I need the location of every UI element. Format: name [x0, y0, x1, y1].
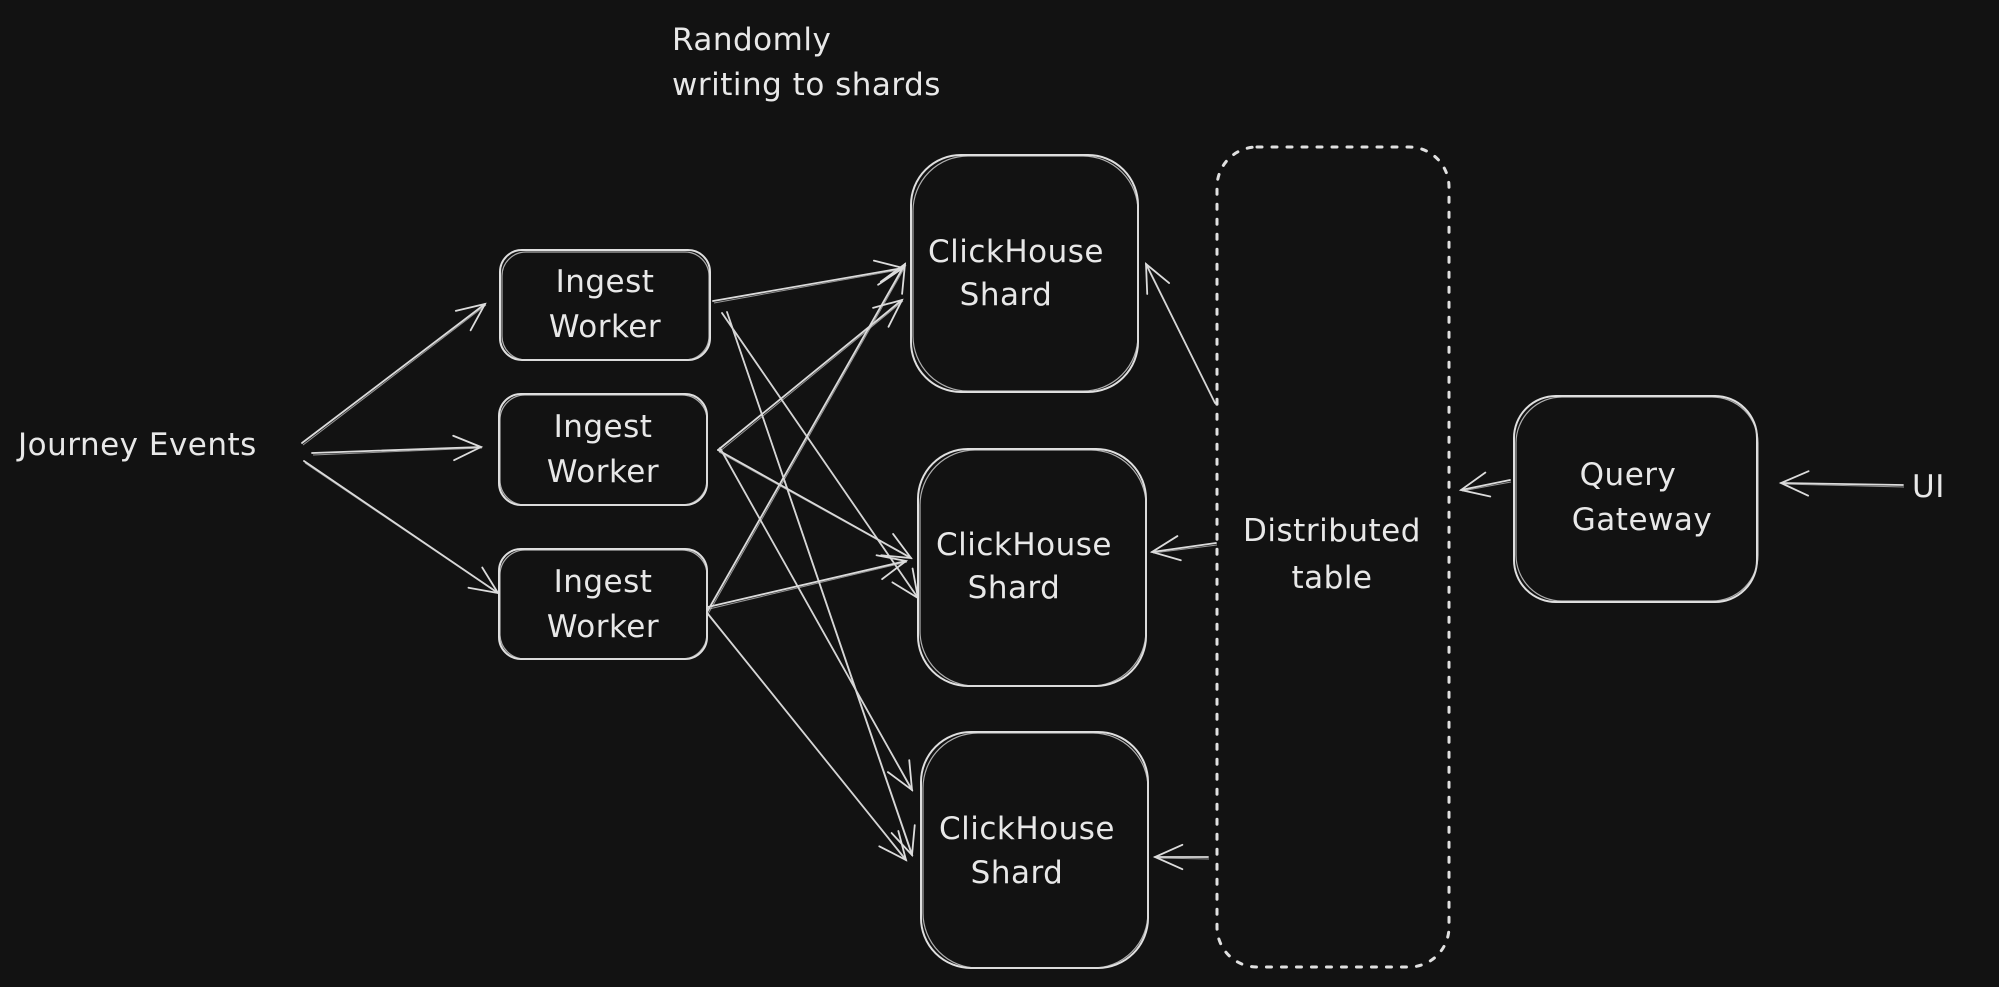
clickhouse-shard-2-box [917, 448, 1147, 687]
node-clickhouse-shard-1[interactable]: ClickHouse Shard [910, 154, 1139, 393]
edge-line-sketch [302, 304, 487, 446]
edge-ui-to-query-gateway [1778, 470, 1905, 497]
edge-ingest-worker-3-to-clickhouse-shard-1 [706, 262, 907, 615]
edge-line-sketch [1155, 857, 1210, 860]
arrowhead-icon [1145, 262, 1171, 295]
edge-line [1460, 479, 1511, 491]
arrowhead-icon [890, 824, 916, 858]
edge-line-sketch [722, 314, 920, 600]
edge-query-gateway-to-distributed-table [1458, 471, 1512, 498]
ingest-worker-2-line-2: Worker [547, 454, 659, 490]
clickhouse-shard-2-line-2: Shard [968, 570, 1061, 606]
node-query-gateway[interactable]: Query Gateway [1513, 395, 1759, 603]
ingest-worker-1-line-2: Worker [549, 309, 661, 345]
edge-line [717, 299, 903, 451]
annotation-line-1: Randomly [672, 22, 831, 58]
edge-line-sketch [718, 300, 904, 453]
clickhouse-shard-2-box-sketch [919, 449, 1147, 687]
arrowhead-icon [887, 759, 914, 792]
edge-line-sketch [707, 264, 907, 615]
edge-ingest-worker-3-to-clickhouse-shard-2 [707, 554, 909, 610]
annotation-randomly-writing: Randomly writing to shards [672, 22, 941, 103]
query-gateway-box-sketch [1515, 396, 1759, 602]
arrowhead-icon [1149, 535, 1182, 562]
edge-line-sketch [1152, 544, 1218, 554]
edge-ingest-worker-1-to-clickhouse-shard-3 [726, 311, 916, 858]
query-gateway-line-2: Gateway [1572, 502, 1712, 538]
ui-label: UI [1912, 469, 1945, 505]
distributed-table-box [1215, 145, 1451, 969]
edge-line-sketch [708, 615, 908, 862]
edge-line [717, 449, 912, 559]
arrowhead-icon [875, 554, 909, 581]
arrowhead-icon [452, 434, 484, 462]
edge-line [712, 267, 904, 302]
edge-line-sketch [1781, 483, 1905, 488]
arrowhead-icon [454, 302, 487, 332]
clickhouse-shard-2-line-1: ClickHouse [936, 527, 1112, 563]
ingest-worker-1-box-sketch [501, 251, 710, 361]
arrowhead-icon [1778, 470, 1810, 497]
arrowhead-icon [1458, 471, 1492, 498]
ingest-worker-2-line-1: Ingest [554, 409, 653, 445]
clickhouse-shard-1-box-sketch [912, 155, 1139, 392]
ingest-worker-2-box-sketch [499, 394, 708, 506]
edge-ingest-worker-3-to-clickhouse-shard-3 [707, 613, 908, 862]
edges-layer [301, 259, 1905, 871]
edge-distributed-table-to-clickhouse-shard-1 [1145, 262, 1217, 406]
distributed-table-line-1: Distributed [1243, 513, 1421, 549]
clickhouse-shard-3-line-2: Shard [971, 855, 1064, 891]
edge-line-sketch [312, 447, 483, 456]
query-gateway-box [1513, 395, 1758, 603]
edge-line-sketch [727, 313, 914, 857]
arrowhead-icon [878, 830, 908, 862]
node-distributed-table[interactable]: Distributed table [1215, 145, 1451, 969]
edge-journey-events-to-ingest-worker-1 [301, 302, 487, 446]
edge-ingest-worker-2-to-clickhouse-shard-2 [717, 449, 913, 560]
clickhouse-shard-3-line-1: ClickHouse [939, 811, 1115, 847]
ingest-worker-3-box-sketch [499, 549, 708, 660]
node-ui[interactable]: UI [1912, 469, 1945, 505]
distributed-table-line-2: table [1291, 560, 1372, 596]
clickhouse-shard-3-box-sketch [922, 732, 1149, 969]
edge-line-sketch [713, 268, 905, 304]
edge-line [1780, 482, 1904, 486]
clickhouse-shard-3-box [920, 731, 1149, 969]
node-ingest-worker-2[interactable]: Ingest Worker [498, 393, 708, 506]
edge-line-sketch [1461, 481, 1512, 492]
edge-distributed-table-to-clickhouse-shard-3 [1152, 843, 1210, 871]
node-journey-events[interactable]: Journey Events [16, 427, 257, 463]
edge-line [706, 263, 906, 613]
ingest-worker-3-line-2: Worker [547, 609, 659, 645]
edge-line-sketch [1146, 264, 1217, 406]
edge-line [301, 303, 486, 444]
journey-events-label: Journey Events [16, 427, 257, 463]
edge-line [1151, 542, 1217, 553]
edge-line [311, 446, 482, 454]
arrowhead-icon [879, 262, 907, 295]
node-ingest-worker-3[interactable]: Ingest Worker [498, 548, 708, 660]
ingest-worker-3-line-1: Ingest [554, 564, 653, 600]
edge-journey-events-to-ingest-worker-2 [311, 434, 484, 462]
edge-distributed-table-to-clickhouse-shard-2 [1149, 535, 1218, 562]
edge-ingest-worker-2-to-clickhouse-shard-3 [719, 447, 914, 792]
edge-line-sketch [708, 561, 908, 610]
edge-line-sketch [304, 462, 500, 595]
node-clickhouse-shard-3[interactable]: ClickHouse Shard [920, 731, 1149, 969]
arrowhead-icon [880, 533, 913, 560]
clickhouse-shard-1-line-2: Shard [960, 277, 1053, 313]
clickhouse-shard-1-box [910, 154, 1139, 393]
clickhouse-shard-1-line-1: ClickHouse [928, 234, 1104, 270]
arrowhead-icon [1152, 843, 1184, 871]
node-ingest-worker-1[interactable]: Ingest Worker [499, 249, 711, 361]
query-gateway-line-1: Query [1580, 457, 1677, 493]
edge-line-sketch [720, 449, 914, 792]
edge-line-sketch [718, 451, 913, 560]
ingest-worker-1-line-1: Ingest [556, 264, 655, 300]
annotation-line-2: writing to shards [672, 67, 941, 103]
edge-line [707, 560, 907, 608]
node-clickhouse-shard-2[interactable]: ClickHouse Shard [917, 448, 1147, 687]
